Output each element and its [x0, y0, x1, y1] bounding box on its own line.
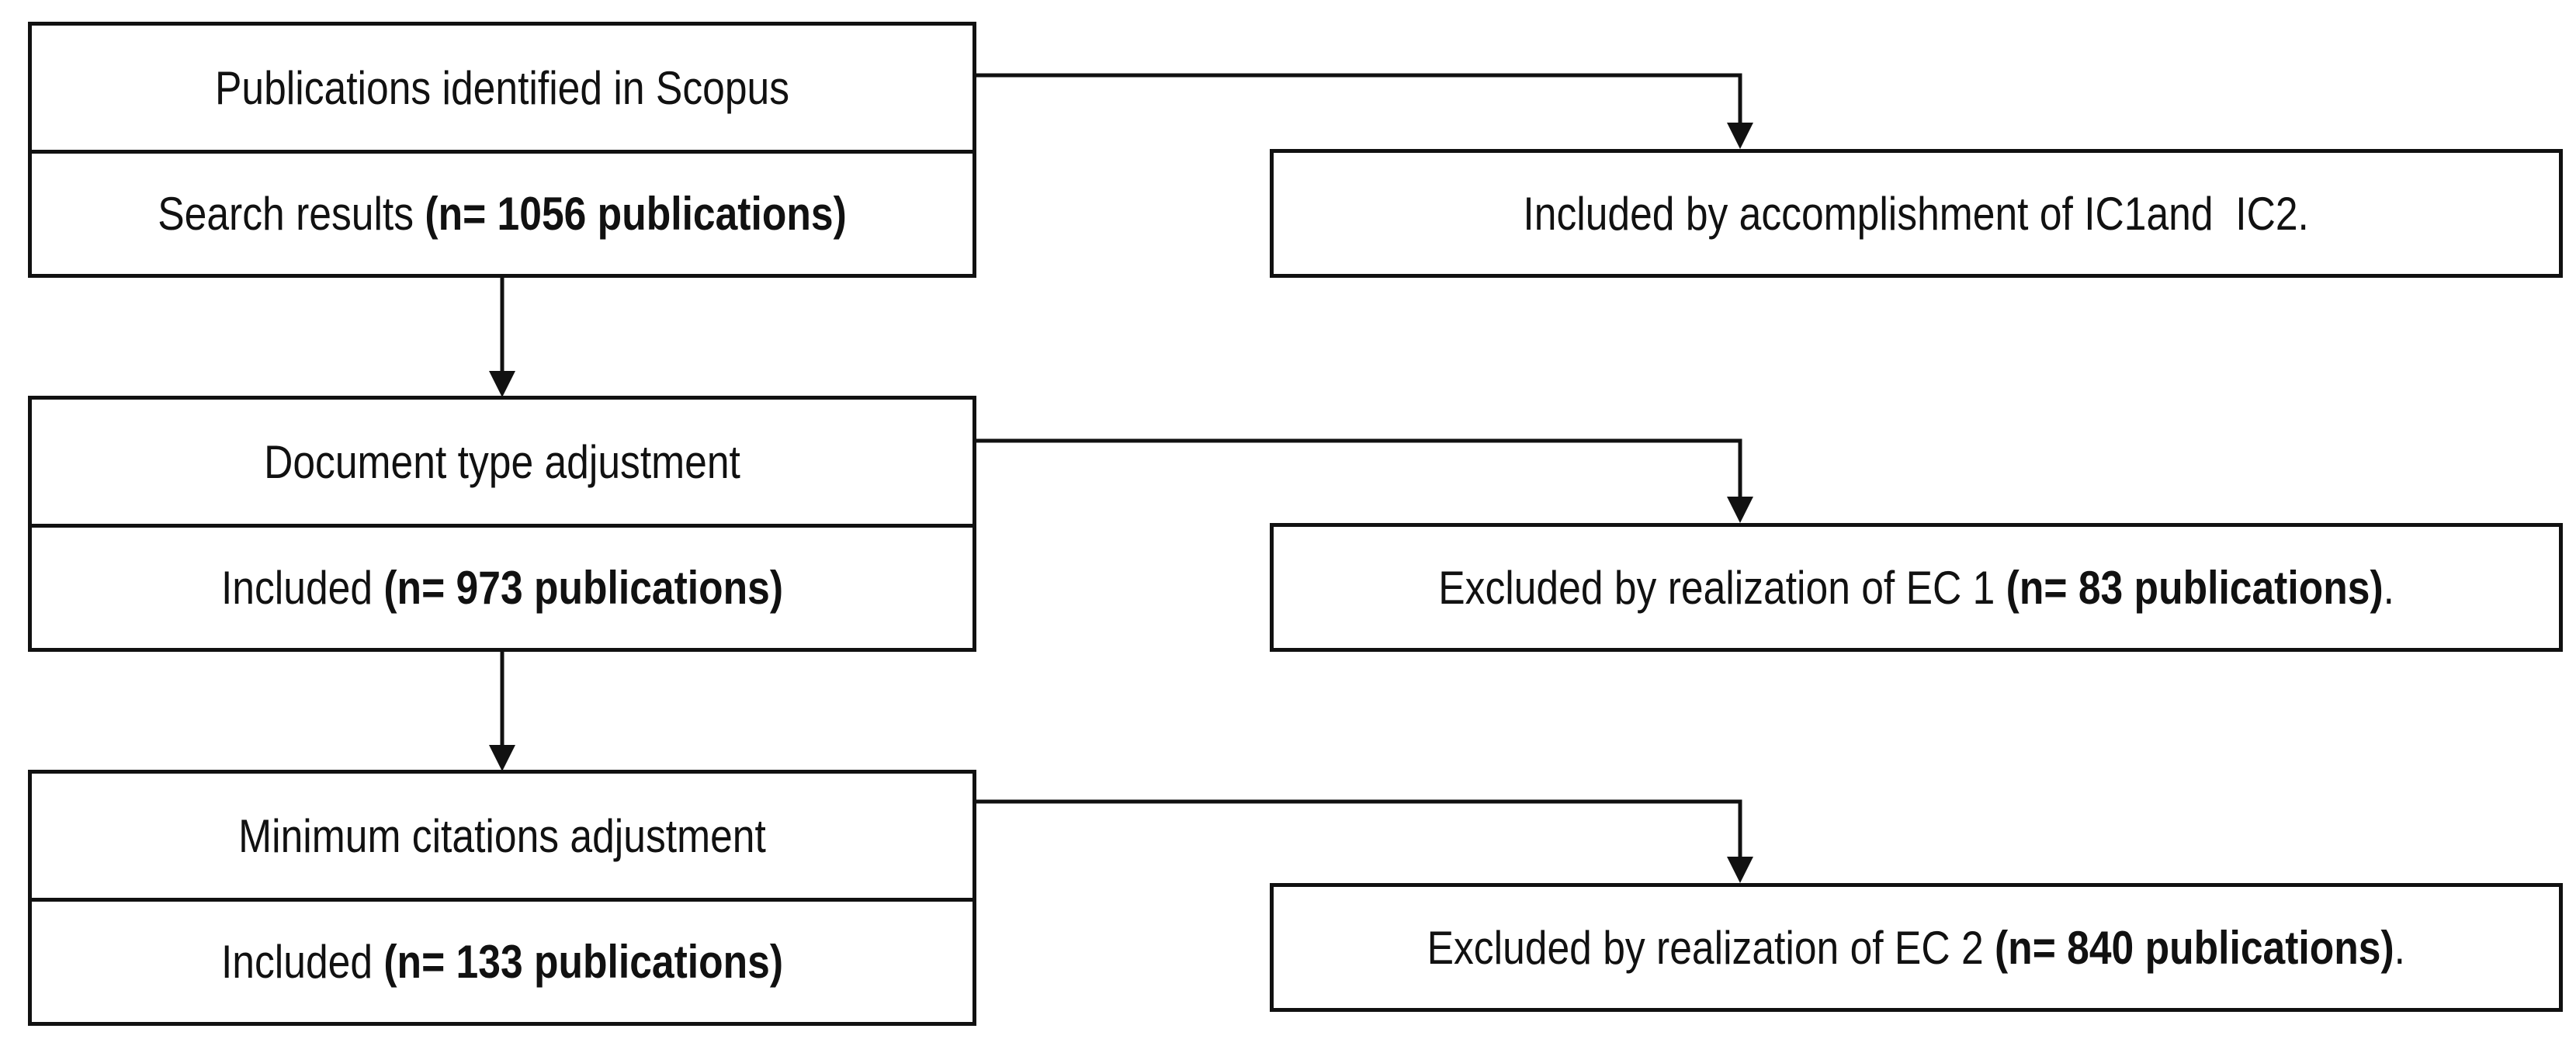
outcome-box-exclusion-ec2: Excluded by realization of EC 2 (n= 840 … — [1270, 883, 2563, 1012]
arrow-stage3-to-outcome3 — [976, 799, 1753, 883]
stage-result-label: Search results — [158, 188, 425, 240]
stage-result: Search results (n= 1056 publications) — [98, 154, 907, 274]
stage-heading: Publications identified in Scopus — [214, 61, 790, 114]
outcome-label: Excluded by realization of EC 1 — [1438, 561, 2006, 614]
stage-heading: Document type adjustment — [264, 435, 740, 488]
outcome-count: (n= 840 publications) — [1995, 921, 2394, 974]
arrow-stage1-to-stage2 — [489, 278, 515, 397]
outcome-box-exclusion-ec1: Excluded by realization of EC 1 (n= 83 p… — [1270, 523, 2563, 652]
stage-box-document-type: Document type adjustment Included (n= 97… — [28, 396, 976, 652]
stage-result: Included (n= 973 publications) — [98, 528, 907, 648]
stage-box-identification: Publications identified in Scopus Search… — [28, 22, 976, 278]
stage-box-minimum-citations: Minimum citations adjustment Included (n… — [28, 770, 976, 1026]
stage-heading: Minimum citations adjustment — [238, 809, 766, 862]
stage-divider — [32, 524, 973, 528]
arrow-stage2-to-stage3 — [489, 652, 515, 771]
arrow-stage1-to-outcome1 — [976, 73, 1753, 149]
outcome-label: Included by accomplishment of IC1and IC2… — [1523, 187, 2310, 240]
stage-result-count: (n= 973 publications) — [383, 562, 784, 614]
stage-result: Included (n= 133 publications) — [98, 902, 907, 1022]
outcome-text: Excluded by realization of EC 2 (n= 840 … — [1427, 921, 2405, 975]
stage-result-label: Included — [220, 936, 384, 988]
outcome-suffix: . — [2394, 921, 2406, 974]
stage-result-count: (n= 133 publications) — [383, 936, 784, 988]
stage-divider — [32, 150, 973, 154]
stage-result-count: (n= 1056 publications) — [425, 188, 847, 240]
outcome-label: Excluded by realization of EC 2 — [1427, 921, 1995, 974]
outcome-count: (n= 83 publications) — [2006, 561, 2384, 614]
outcome-box-inclusion-criteria: Included by accomplishment of IC1and IC2… — [1270, 149, 2563, 278]
stage-result-label: Included — [220, 562, 384, 614]
outcome-suffix: . — [2383, 561, 2394, 614]
outcome-text: Excluded by realization of EC 1 (n= 83 p… — [1438, 561, 2394, 615]
outcome-text: Included by accomplishment of IC1and IC2… — [1524, 187, 2309, 241]
arrow-stage2-to-outcome2 — [976, 438, 1753, 523]
stage-divider — [32, 898, 973, 902]
